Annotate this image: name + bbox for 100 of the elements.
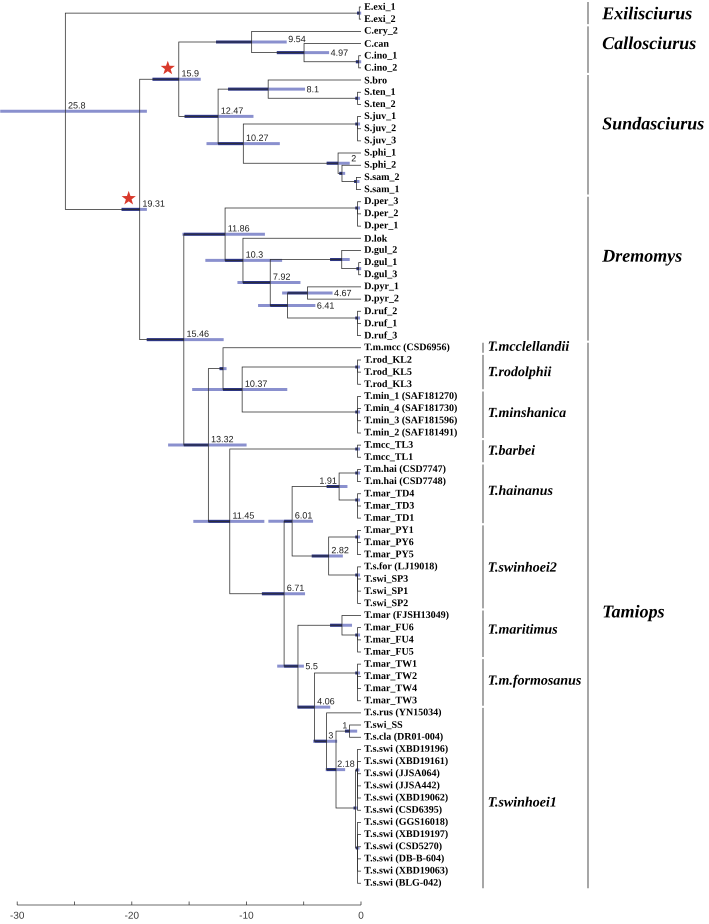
- branch-line: [328, 536, 358, 556]
- tip-label: T.swi_SP1: [364, 587, 408, 596]
- branch-line: [287, 305, 358, 318]
- branch-line: [355, 808, 358, 848]
- hpd-bar: [355, 316, 360, 320]
- hpd-bar: [339, 172, 346, 175]
- age-label: 1: [343, 722, 347, 728]
- tip-label: T.mar_TW1: [364, 660, 417, 668]
- tip-label: T.s.swi (DB-B-604): [364, 854, 444, 864]
- tip-label: T.mar_TD1: [364, 514, 414, 522]
- branch-line: [357, 444, 362, 450]
- tip-label: T.min_2 (SAF181491): [364, 428, 457, 438]
- age-label: 9.54: [288, 36, 306, 42]
- branch-line: [357, 318, 362, 336]
- branch-line: [357, 500, 362, 519]
- age-label: 6.01: [295, 512, 312, 519]
- branch-line: [178, 78, 218, 117]
- clade-label: T.minshanica: [488, 407, 566, 418]
- branch-line: [292, 486, 340, 522]
- branch-line: [342, 173, 357, 182]
- branch-line: [357, 98, 362, 105]
- age-label: 10.37: [246, 380, 267, 387]
- age-label: 2.18: [338, 760, 354, 767]
- branch-line: [358, 262, 362, 270]
- axis-label: -30: [10, 912, 24, 919]
- branch-line: [342, 164, 362, 174]
- hpd-bar: [356, 267, 362, 270]
- tip-label: T.m.mcc (CSD6956): [364, 343, 450, 352]
- hpd-bar: [354, 806, 358, 810]
- branch-line: [356, 177, 362, 182]
- tip-label: T.s.swi (XBD19062): [364, 794, 448, 803]
- branch-line: [242, 238, 362, 261]
- branch-line: [307, 292, 362, 300]
- tip-label: C.ino_2: [364, 64, 397, 72]
- branch-line: [242, 366, 358, 390]
- branch-line: [242, 143, 338, 164]
- hpd-bar: [355, 574, 360, 576]
- hpd-bar: [219, 367, 227, 370]
- age-label: 11.86: [228, 225, 250, 232]
- branch-line: [338, 472, 358, 487]
- hpd-bar: [330, 624, 352, 627]
- branch-line: [357, 530, 362, 538]
- age-label: 2: [352, 155, 356, 162]
- branch-line: [356, 181, 362, 190]
- tip-label: T.s.swi (BLG-042): [364, 878, 442, 888]
- branch-line: [357, 493, 362, 500]
- branch-line: [336, 730, 350, 770]
- tip-label: T.s.swi (XBD19161): [364, 757, 448, 766]
- tip-label: S.sam_2: [364, 173, 400, 182]
- tip-label: T.m.hai (CSD7747): [364, 464, 446, 474]
- tip-label: C.can: [364, 40, 389, 47]
- branch-line: [183, 339, 209, 446]
- hpd-bar: [355, 96, 360, 100]
- tip-label: T.mar_FU4: [364, 636, 414, 644]
- tip-label: S.phi_1: [364, 148, 396, 158]
- branch-line: [341, 250, 362, 260]
- age-label: 7.92: [273, 273, 290, 280]
- hpd-bar: [355, 536, 360, 538]
- hpd-bar: [356, 768, 360, 772]
- hpd-bar: [355, 122, 360, 126]
- branch-line: [338, 162, 342, 174]
- branch-line: [357, 770, 362, 811]
- branch-line: [357, 566, 362, 576]
- tip-label: T.s.swi (XBD19197): [364, 830, 448, 840]
- age-label: 15.46: [187, 330, 209, 337]
- tip-label: T.swi_SP2: [364, 599, 408, 608]
- clade-label: T.rodolphii: [488, 366, 552, 380]
- branch-line: [139, 209, 184, 340]
- hpd-bar: [355, 498, 360, 502]
- hpd-bar: [355, 448, 360, 450]
- branch-line: [357, 761, 362, 770]
- branch-line: [357, 472, 362, 482]
- axis-label: 0: [358, 912, 364, 919]
- tip-label: T.min_3 (SAF181596): [364, 416, 457, 426]
- clade-label: T.swinhoei2: [488, 562, 556, 572]
- age-label: 13.32: [212, 436, 234, 442]
- tip-label: C.ino_1: [364, 52, 397, 60]
- hpd-bar: [355, 672, 360, 674]
- branch-line: [338, 152, 362, 164]
- tip-label: T.mar_TD3: [364, 502, 414, 510]
- hpd-bar: [356, 60, 362, 64]
- branch-line: [336, 769, 356, 808]
- branch-line: [314, 706, 327, 742]
- tip-label: S.juv_1: [364, 112, 396, 122]
- tip-label: T.m.hai (CSD7748): [364, 477, 446, 486]
- branch-line: [242, 389, 358, 412]
- tip-label: T.mar_FU6: [364, 624, 414, 632]
- branch-line: [357, 124, 362, 142]
- tip-label: T.mar_TW3: [364, 696, 417, 705]
- clade-label: T.mcclellandii: [488, 340, 570, 351]
- age-label: 25.8: [68, 102, 86, 109]
- branch-line: [307, 286, 362, 294]
- branch-line: [357, 366, 362, 385]
- branch-line: [208, 368, 224, 446]
- hpd-bar: [355, 472, 360, 474]
- clade-label: Tamiops: [604, 604, 664, 622]
- branch-line: [338, 486, 358, 500]
- branch-line: [183, 234, 226, 340]
- hpd-bar: [354, 180, 360, 183]
- tip-label: T.swi_SS: [364, 720, 402, 730]
